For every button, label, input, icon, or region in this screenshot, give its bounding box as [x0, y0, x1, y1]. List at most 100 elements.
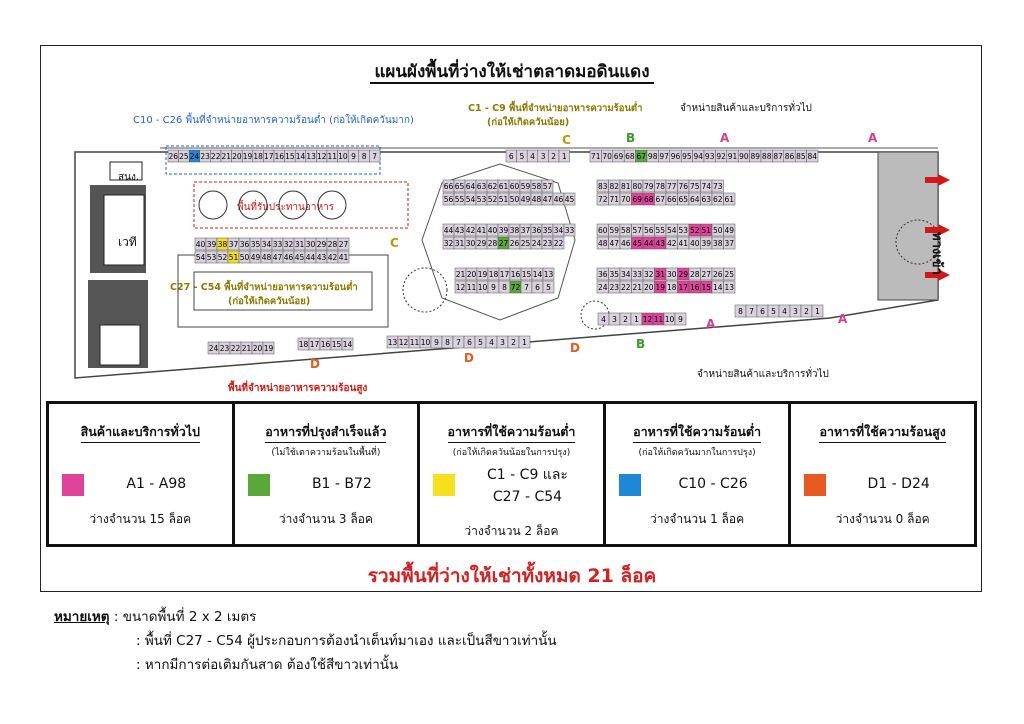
stall-number: 11 — [410, 338, 420, 347]
legend-count: ว่างจำนวน 15 ล็อค — [89, 512, 192, 526]
dining-zone-box — [193, 181, 409, 229]
stall-number: 54 — [466, 195, 476, 204]
table-icon — [317, 190, 347, 220]
stall-number: 70 — [621, 195, 631, 204]
stall-number: 10 — [421, 338, 431, 347]
stall-number: 4 — [530, 152, 535, 161]
stall-number: 45 — [632, 239, 642, 248]
stall-number: 10 — [338, 152, 348, 161]
legend-count: ว่างจำนวน 0 ล็อค — [835, 512, 930, 526]
stall-number: 59 — [609, 226, 619, 235]
stall-number: 23 — [200, 152, 210, 161]
legend-count: ว่างจำนวน 2 ล็อค — [464, 524, 559, 538]
total-available: รวมพื้นที่ว่างให้เช่าทั้งหมด 21 ล็อค — [367, 565, 657, 587]
stall-number: 40 — [196, 240, 206, 249]
stall-number: 23 — [609, 283, 619, 292]
stall-number: 65 — [678, 195, 688, 204]
stall-number: 36 — [532, 226, 542, 235]
arrow-entrance-tail — [925, 227, 939, 233]
stall-number: 74 — [701, 182, 711, 191]
legend-title: อาหารที่ใช้ความร้อนสูง — [819, 422, 946, 443]
stall-number: 5 — [771, 307, 776, 316]
stall-number: 21 — [456, 270, 466, 279]
stall-number: 49 — [251, 253, 261, 262]
stall-number: 33 — [565, 226, 575, 235]
stall-number: 82 — [609, 182, 619, 191]
legend-cell: อาหารที่ปรุงสำเร็จแล้ว(ไม่ใช้เตาความร้อน… — [235, 404, 421, 544]
stall-number: 46 — [621, 239, 631, 248]
stall-number: 47 — [273, 253, 283, 262]
stall-number: 13 — [306, 152, 316, 161]
stall-box — [337, 237, 350, 251]
stall-number: 71 — [609, 195, 619, 204]
stall-number: 7 — [372, 152, 377, 161]
stall-number: 4 — [782, 307, 787, 316]
stall-number: 65 — [455, 182, 465, 191]
stall-number: 97 — [659, 152, 669, 161]
zone-letter: D — [570, 341, 580, 355]
stall-number: 12 — [317, 152, 327, 161]
stall-number: 28 — [488, 239, 498, 248]
stall-number: 20 — [232, 152, 242, 161]
legend-range-2: C27 - C54 — [492, 489, 563, 505]
stall-number: 31 — [655, 270, 665, 279]
stall-number: 51 — [229, 253, 239, 262]
stall-number: 22 — [554, 239, 564, 248]
stall-number: 67 — [655, 195, 665, 204]
zone-letter: A — [720, 131, 730, 145]
legend-title: อาหารที่ใช้ความร้อนต่ำ — [447, 422, 576, 443]
stall-number: 13 — [544, 270, 554, 279]
stall-number: 69 — [614, 152, 624, 161]
stall-number: 17 — [500, 270, 510, 279]
stall-number: 30 — [667, 270, 677, 279]
zone-letter: D — [464, 351, 474, 365]
stall-number: 1 — [522, 338, 527, 347]
stall-number: 37 — [521, 226, 531, 235]
stall-number: 83 — [598, 182, 608, 191]
stall-number: 94 — [694, 152, 704, 161]
stall-number: 90 — [739, 152, 749, 161]
arrow-entrance-tail — [925, 177, 939, 183]
stall-number: 70 — [602, 152, 612, 161]
stall-number: 53 — [207, 253, 217, 262]
stall-number: 22 — [211, 152, 221, 161]
stall-number: 52 — [218, 253, 228, 262]
stall-number: 39 — [499, 226, 509, 235]
stall-number: 17 — [310, 340, 320, 349]
stall-number: 41 — [339, 253, 349, 262]
stall-number: 24 — [190, 152, 200, 161]
stall-number: 2 — [623, 315, 628, 324]
stall-number: 19 — [264, 344, 274, 353]
stall-number: 61 — [499, 182, 509, 191]
table-icon — [198, 190, 228, 220]
notes-block: หมายเหตุ : ขนาดพื้นที่ 2 x 2 เมตร : พื้น… — [54, 605, 557, 677]
stall-number: 29 — [678, 270, 688, 279]
stall-number: 3 — [500, 338, 505, 347]
zone-label-high-heat: พื้นที่จำหน่ายอาหารความร้อนสูง — [228, 383, 368, 394]
stall-number: 32 — [284, 240, 294, 249]
stall-number: 16 — [511, 270, 521, 279]
stall-box — [262, 341, 275, 355]
legend-range: A1 - A98 — [126, 476, 187, 492]
stall-number: 79 — [644, 182, 654, 191]
stall-number: 54 — [667, 226, 677, 235]
stall-number: 55 — [455, 195, 465, 204]
stall-box — [563, 192, 576, 206]
stall-number: 31 — [295, 240, 305, 249]
stall-number: 21 — [222, 152, 232, 161]
stall-number: 40 — [690, 239, 700, 248]
tent-inner — [193, 271, 373, 311]
stall-number: 43 — [317, 253, 327, 262]
stall-number: 48 — [598, 239, 608, 248]
stall-number: 36 — [240, 240, 250, 249]
stall-number: 6 — [467, 338, 472, 347]
zone-letter: D — [310, 357, 320, 371]
legend-range: B1 - B72 — [311, 476, 372, 492]
stall-number: 61 — [724, 195, 734, 204]
stall-number: 33 — [273, 240, 283, 249]
stall-number: 18 — [489, 270, 499, 279]
stall-number: 36 — [598, 270, 608, 279]
stall-number: 19 — [655, 283, 665, 292]
